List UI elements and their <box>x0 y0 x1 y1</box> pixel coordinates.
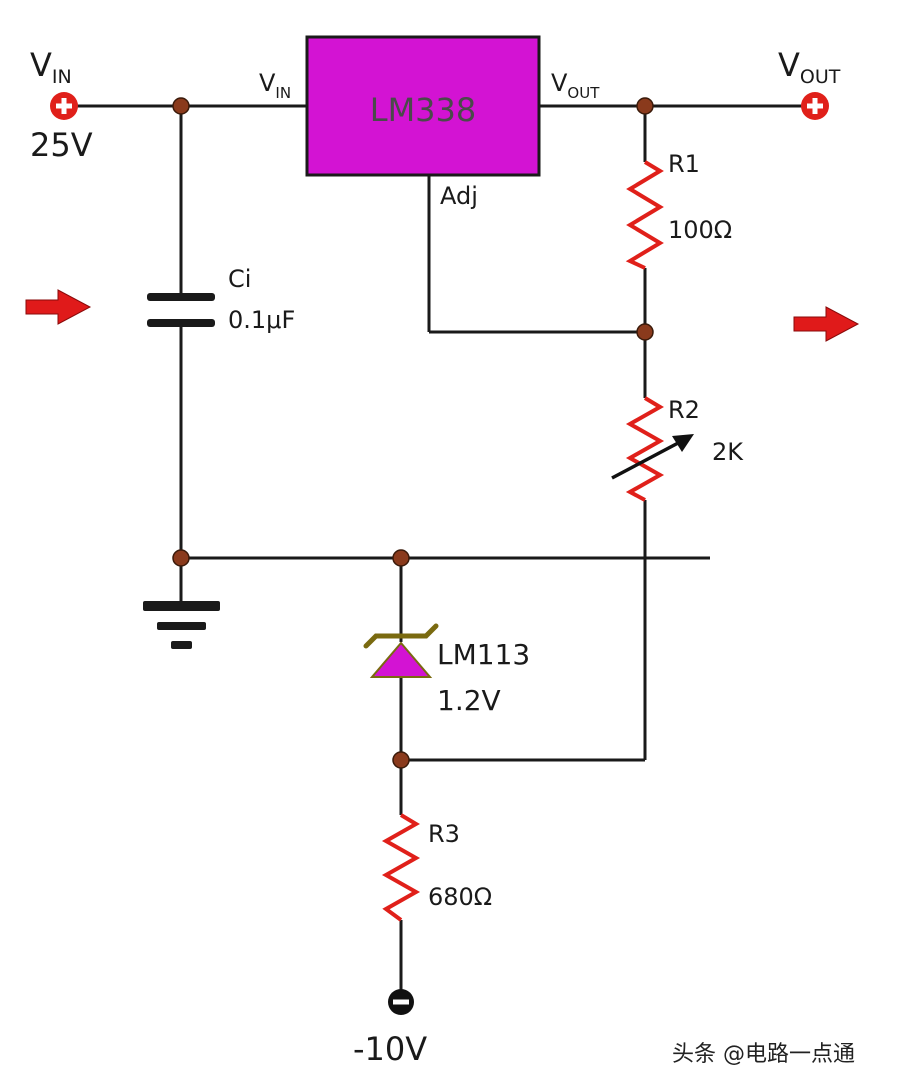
r3-name: R3 <box>428 820 460 848</box>
negative-terminal-icon <box>388 989 414 1015</box>
r1-name: R1 <box>668 150 700 178</box>
regulator-name: LM338 <box>370 91 477 129</box>
input-voltage: 25V <box>30 126 93 164</box>
regulator-adj-label: Adj <box>440 182 478 210</box>
zener-name: LM113 <box>437 638 530 671</box>
capacitor-value: 0.1μF <box>228 306 295 334</box>
zener-diode-symbol <box>363 623 439 678</box>
junction-nodes <box>172 97 654 769</box>
input-label: VIN <box>30 46 72 88</box>
regulator-pin-in-label: VIN <box>259 69 291 102</box>
r1-resistor-symbol <box>625 160 664 270</box>
r2-resistor-symbol <box>625 396 665 502</box>
watermark: 头条 @电路一点通 <box>672 1042 855 1067</box>
r3-resistor-symbol <box>381 813 421 922</box>
right-arrow-icon <box>25 289 92 325</box>
output-label: VOUT <box>778 46 841 88</box>
regulator-body <box>305 35 541 177</box>
right-arrow-icon <box>793 306 860 342</box>
positive-terminal-icon <box>801 92 829 120</box>
negative-supply-voltage: -10V <box>353 1030 427 1068</box>
capacitor-symbol <box>147 293 215 327</box>
r3-value: 680Ω <box>428 883 492 911</box>
capacitor-name: Ci <box>228 265 251 293</box>
zener-value: 1.2V <box>437 684 501 717</box>
ground-icon <box>143 601 220 649</box>
regulator-pin-out-label: VOUT <box>551 69 600 102</box>
r1-value: 100Ω <box>668 216 732 244</box>
wires <box>64 104 815 992</box>
r2-adjust-arrow <box>611 434 694 480</box>
r2-name: R2 <box>668 396 700 424</box>
r2-value: 2K <box>712 438 744 466</box>
positive-terminal-icon <box>50 92 78 120</box>
